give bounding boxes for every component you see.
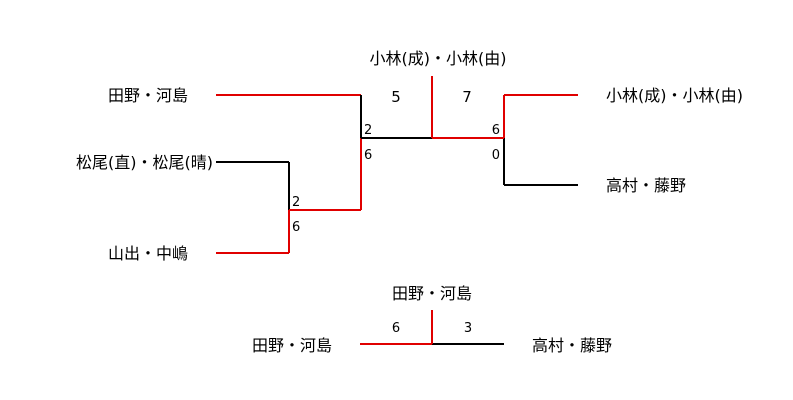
champion-label: 小林(成)・小林(由) — [370, 49, 507, 68]
left-qf-score-top: 2 — [292, 195, 300, 210]
right-semi-score-top: 6 — [492, 123, 500, 138]
team-right-bottom: 高村・藤野 — [606, 176, 686, 195]
final-score-left: 5 — [391, 88, 401, 106]
team-left-top: 田野・河島 — [108, 86, 188, 105]
right-semi-score-bottom: 0 — [492, 148, 500, 163]
final-score-right: 7 — [462, 88, 472, 106]
team-right-top: 小林(成)・小林(由) — [606, 86, 743, 105]
third-place-team-right: 高村・藤野 — [532, 336, 612, 355]
third-place-winner-label: 田野・河島 — [392, 284, 472, 303]
third-place-team-left: 田野・河島 — [252, 336, 332, 355]
third-place-score-right: 3 — [464, 321, 472, 336]
left-qf-score-bottom: 6 — [292, 220, 300, 235]
team-left-mid: 松尾(直)・松尾(晴) — [76, 153, 213, 172]
left-semi-score-bottom: 6 — [364, 148, 372, 163]
team-left-bottom: 山出・中嶋 — [108, 244, 188, 263]
third-place-score-left: 6 — [392, 321, 400, 336]
left-semi-score-top: 2 — [364, 123, 372, 138]
